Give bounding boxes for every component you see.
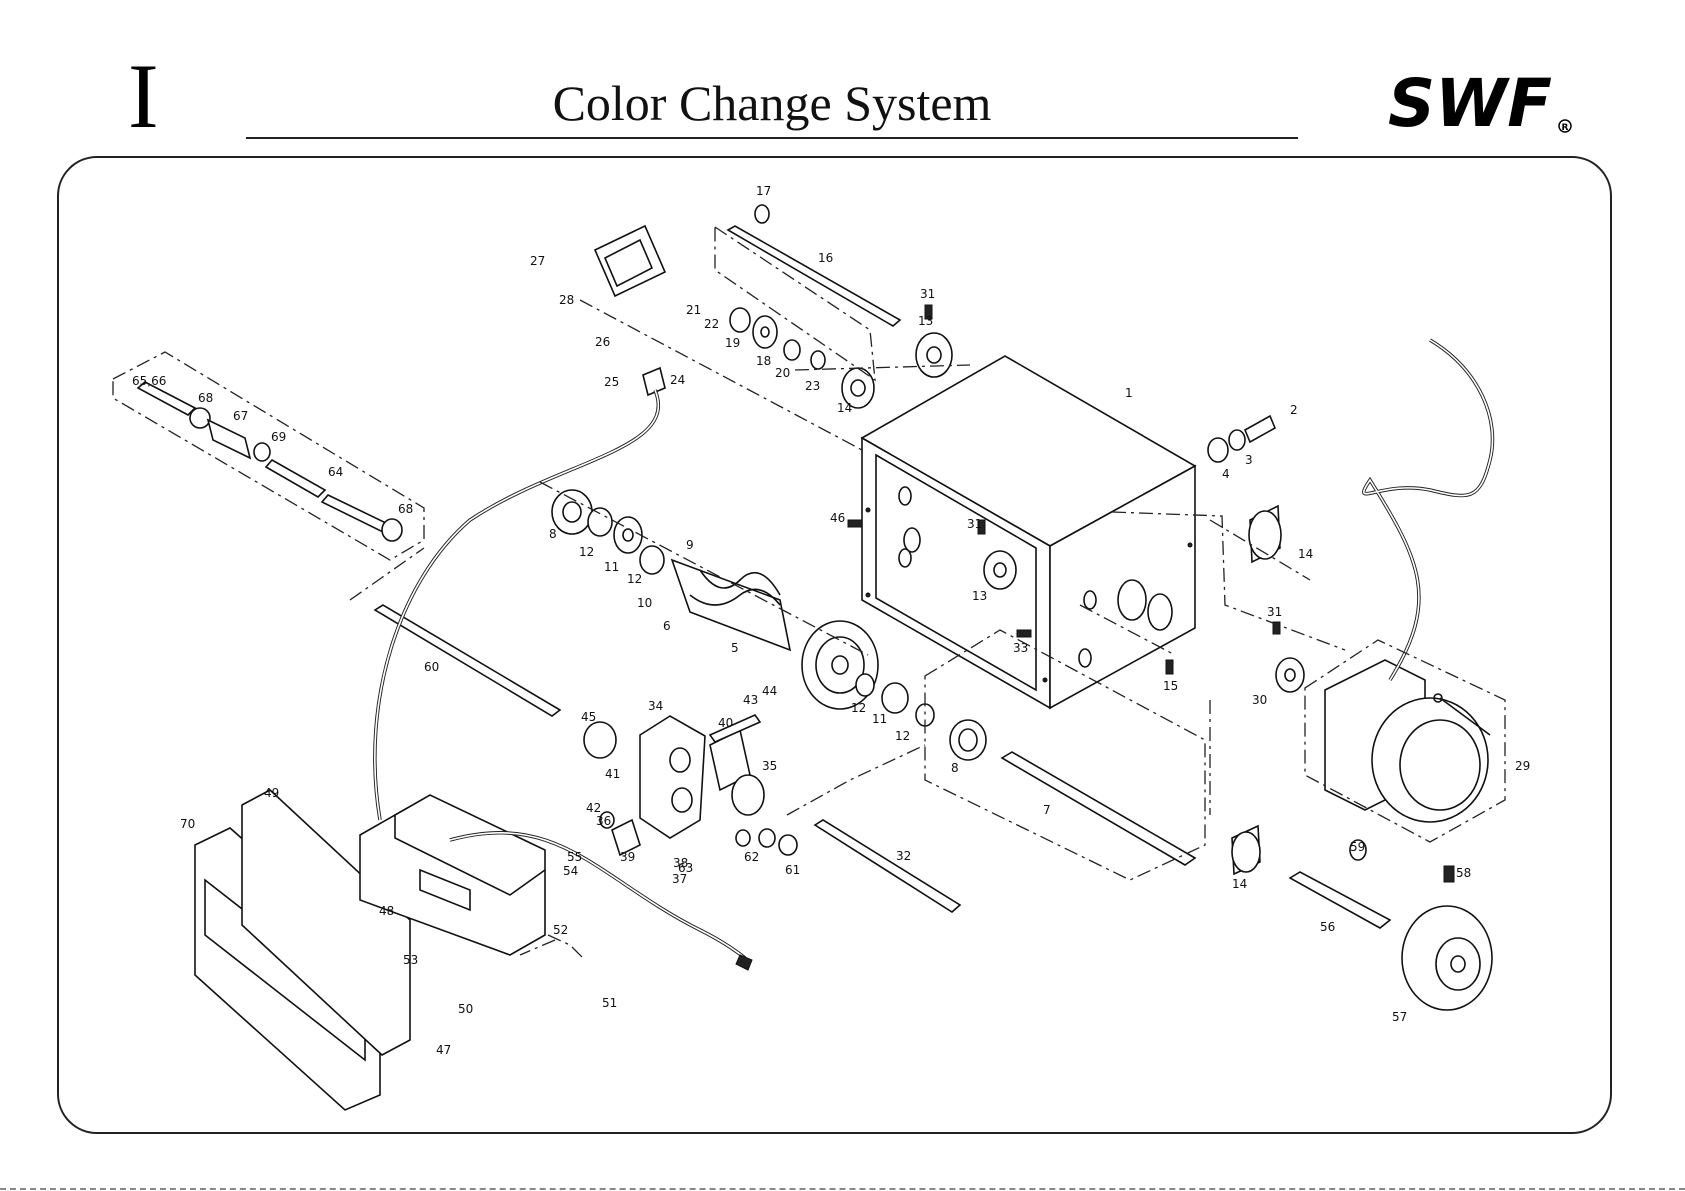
part-label: 14 — [1232, 877, 1247, 891]
page-bottom-rule — [0, 1188, 1685, 1190]
part-label: 15 — [1163, 679, 1178, 693]
part-label: 40 — [718, 716, 733, 730]
part-label: 69 — [271, 430, 286, 444]
part-label: 14 — [1298, 547, 1313, 561]
part-label: 12 — [627, 572, 642, 586]
part-label: 34 — [648, 699, 663, 713]
part-label: 62 — [744, 850, 759, 864]
part-label: 68 — [198, 391, 213, 405]
part-label: 36 — [596, 814, 611, 828]
part-label: 31 — [967, 517, 982, 531]
part-label: 23 — [805, 379, 820, 393]
part-label: 12 — [895, 729, 910, 743]
part-label: 57 — [1392, 1010, 1407, 1024]
part-label: 70 — [180, 817, 195, 831]
part-label: 53 — [403, 953, 418, 967]
part-label: 52 — [553, 923, 568, 937]
selector-block — [584, 715, 797, 855]
part-label: 31 — [1267, 605, 1282, 619]
part-label: 12 — [851, 701, 866, 715]
main-housing — [862, 356, 1195, 708]
part-label: 58 — [1456, 866, 1471, 880]
part-label: 19 — [725, 336, 740, 350]
part-label: 56 — [1320, 920, 1335, 934]
part-label: 6 — [663, 619, 671, 633]
part-label: 49 — [264, 786, 279, 800]
part-label: 54 — [563, 864, 578, 878]
part-label: 25 — [604, 375, 619, 389]
part-label: 13 — [972, 589, 987, 603]
part-label: 24 — [670, 373, 685, 387]
part-label: 41 — [605, 767, 620, 781]
part-label: 55 — [567, 850, 582, 864]
part-label: 1 — [1125, 386, 1133, 400]
part-label: 50 — [458, 1002, 473, 1016]
part-label: 65,66 — [132, 374, 166, 388]
part-label: 8 — [549, 527, 557, 541]
part-label: 18 — [756, 354, 771, 368]
part-label: 20 — [775, 366, 790, 380]
part-label: 45 — [581, 710, 596, 724]
part-label: 68 — [398, 502, 413, 516]
part-label: 11 — [872, 712, 887, 726]
part-label: 9 — [686, 538, 694, 552]
part-label: 63 — [678, 861, 693, 875]
part-label: 21 — [686, 303, 701, 317]
part-label: 39 — [620, 850, 635, 864]
part-label: 29 — [1515, 759, 1530, 773]
part-label: 47 — [436, 1043, 451, 1057]
part-label: 10 — [637, 596, 652, 610]
part-label: 33 — [1013, 641, 1028, 655]
part-label: 42 — [586, 801, 601, 815]
part-label: 22 — [704, 317, 719, 331]
part-label: 4 — [1222, 467, 1230, 481]
upper-shaft-group — [728, 205, 952, 408]
part-label: 26 — [595, 335, 610, 349]
part-label: 48 — [379, 904, 394, 918]
part-label: 31 — [920, 287, 935, 301]
stepper-motor — [1273, 622, 1490, 822]
part-label: 5 — [731, 641, 739, 655]
part-label: 61 — [785, 863, 800, 877]
part-label: 13 — [918, 314, 933, 328]
part-label: 8 — [951, 761, 959, 775]
part-label: 43 — [743, 693, 758, 707]
part-label: 35 — [762, 759, 777, 773]
part-label: 12 — [579, 545, 594, 559]
part-label: 11 — [604, 560, 619, 574]
part-label: 67 — [233, 409, 248, 423]
part-label: 51 — [602, 996, 617, 1010]
part-label: 32 — [896, 849, 911, 863]
part-label: 27 — [530, 254, 545, 268]
part-label: 46 — [830, 511, 845, 525]
part-label: 64 — [328, 465, 343, 479]
part-label: 16 — [818, 251, 833, 265]
part-label: 14 — [837, 401, 852, 415]
part-label: 7 — [1043, 803, 1051, 817]
detent-pin-stack — [138, 382, 402, 541]
part-label: 28 — [559, 293, 574, 307]
part-label: 2 — [1290, 403, 1298, 417]
part-label: 44 — [762, 684, 777, 698]
part-label: 30 — [1252, 693, 1267, 707]
part-label: 3 — [1245, 453, 1253, 467]
part-label: 59 — [1350, 840, 1365, 854]
part-label: 60 — [424, 660, 439, 674]
part-label: 17 — [756, 184, 771, 198]
